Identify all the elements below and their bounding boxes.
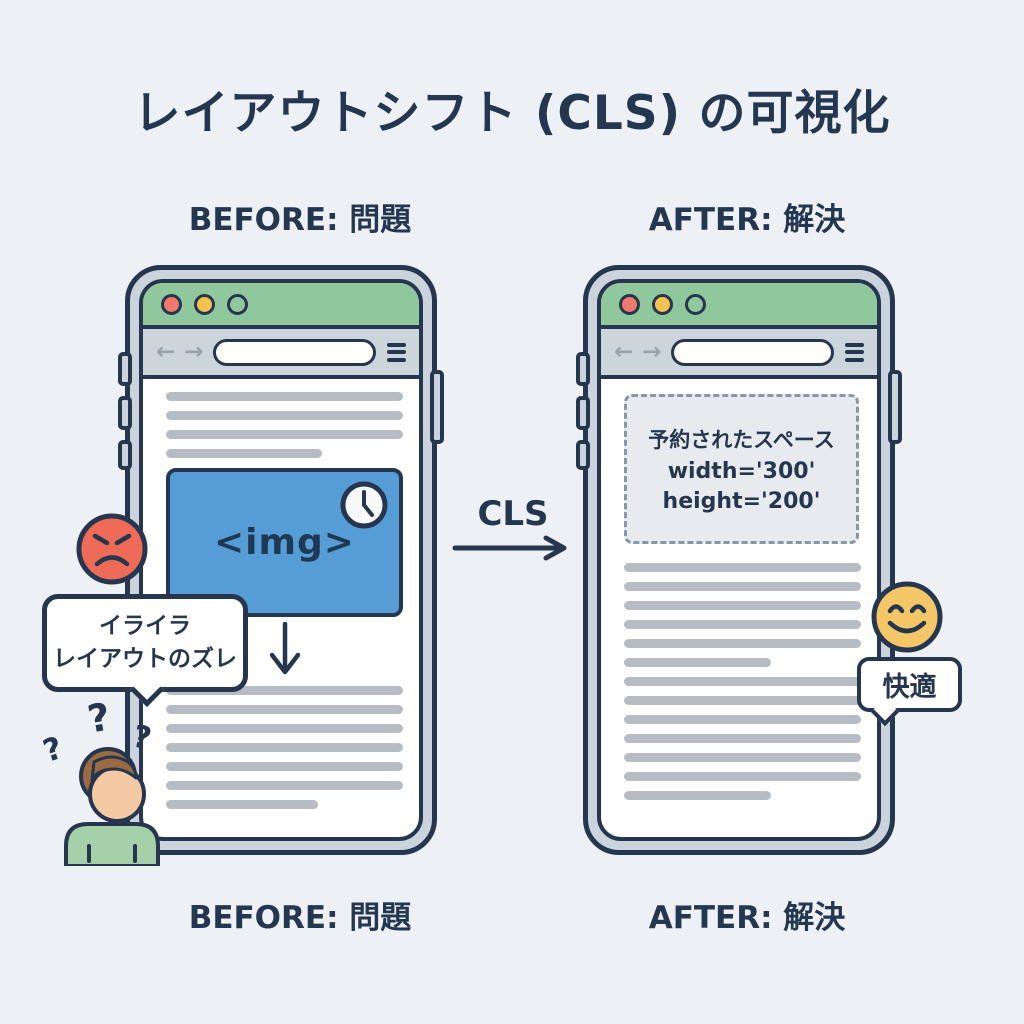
text-line-skeleton (624, 658, 771, 667)
text-line-skeleton (166, 705, 403, 714)
text-line-skeleton (166, 449, 323, 458)
reserved-space-box: 予約されたスペース width='300' height='200' (624, 394, 859, 544)
window-zoom-dot[interactable] (685, 293, 706, 315)
back-arrow-icon[interactable]: ← (156, 338, 176, 365)
reserved-height-attr: height='200' (662, 489, 821, 514)
text-line-skeleton (624, 563, 861, 572)
after-phone: ← → 予約されたスペース width='300' height='200' (576, 265, 902, 855)
after-footer: AFTER: 解決 (648, 900, 846, 936)
before-header: BEFORE: 問題 (188, 202, 412, 238)
text-line-skeleton (166, 411, 403, 420)
text-line-skeleton (624, 620, 861, 629)
window-minimize-dot[interactable] (652, 293, 673, 315)
clock-icon (340, 481, 388, 529)
browser-navbar: ← → (143, 329, 419, 379)
back-arrow-icon[interactable]: ← (614, 338, 634, 365)
cls-label: CLS (477, 494, 549, 534)
text-line-skeleton (624, 601, 861, 610)
reserved-space-title: 予約されたスペース (648, 428, 835, 452)
after-page-content: 予約されたスペース width='300' height='200' (601, 379, 877, 837)
reserved-width-attr: width='300' (667, 459, 816, 484)
cls-right-arrow-icon (452, 535, 567, 561)
phone-volume-button (118, 352, 132, 386)
text-line-skeleton (166, 724, 403, 733)
text-line-skeleton (166, 800, 318, 809)
layout-shift-down-arrow-icon (269, 622, 300, 675)
forward-arrow-icon[interactable]: → (184, 338, 204, 365)
confused-user-illustration (64, 747, 160, 866)
phone-volume-button (576, 440, 590, 470)
text-block (166, 686, 403, 809)
after-phone-screen: ← → 予約されたスペース width='300' height='200' (597, 279, 881, 841)
img-tag-label: <img> (214, 522, 355, 563)
menu-icon[interactable] (843, 342, 864, 362)
text-line-skeleton (624, 677, 861, 686)
text-block (624, 677, 861, 800)
window-close-dot[interactable] (161, 293, 182, 315)
window-close-dot[interactable] (619, 293, 640, 315)
text-line-skeleton (166, 743, 403, 752)
before-phone-screen: ← → <img> (139, 279, 423, 841)
text-block (166, 392, 403, 458)
bubble-text-line: レイアウトのズレ (53, 646, 237, 672)
phone-volume-button (576, 352, 590, 386)
address-bar[interactable] (212, 338, 376, 366)
window-minimize-dot[interactable] (194, 293, 215, 315)
text-line-skeleton (624, 696, 861, 705)
text-line-skeleton (624, 734, 861, 743)
frustration-speech-bubble: イライラ レイアウトのズレ (42, 594, 248, 707)
phone-volume-button (118, 440, 132, 470)
late-image-placeholder: <img> (166, 468, 403, 617)
browser-navbar: ← → (601, 329, 877, 379)
browser-titlebar (143, 283, 419, 329)
text-line-skeleton (166, 762, 403, 771)
phone-volume-button (576, 396, 590, 430)
text-line-skeleton (166, 430, 403, 439)
angry-face-icon (76, 513, 148, 585)
happy-face-icon (871, 581, 943, 653)
before-page-content: <img> (143, 379, 419, 837)
address-bar[interactable] (670, 338, 834, 366)
text-line-skeleton (624, 715, 861, 724)
text-line-skeleton (624, 639, 861, 648)
text-line-skeleton (624, 753, 861, 762)
text-line-skeleton (166, 686, 403, 695)
phone-volume-button (118, 396, 132, 430)
phone-power-button (430, 370, 444, 444)
text-line-skeleton (166, 781, 403, 790)
before-footer: BEFORE: 問題 (188, 900, 412, 936)
window-zoom-dot[interactable] (227, 293, 248, 315)
text-line-skeleton (166, 392, 403, 401)
text-line-skeleton (624, 772, 861, 781)
question-mark: ? (84, 694, 114, 742)
menu-icon[interactable] (385, 342, 406, 362)
bubble-text-line: イライラ (99, 612, 191, 639)
phone-power-button (888, 370, 902, 444)
after-header: AFTER: 解決 (648, 202, 846, 238)
page-title: レイアウトシフト (CLS) の可視化 (133, 86, 891, 141)
text-line-skeleton (624, 582, 861, 591)
text-line-skeleton (624, 791, 771, 800)
comfort-speech-bubble: 快適 (857, 657, 962, 727)
text-block (624, 563, 861, 667)
forward-arrow-icon[interactable]: → (642, 338, 662, 365)
bubble-text-line: 快適 (882, 672, 937, 703)
browser-titlebar (601, 283, 877, 329)
before-phone: ← → <img> (118, 265, 444, 855)
